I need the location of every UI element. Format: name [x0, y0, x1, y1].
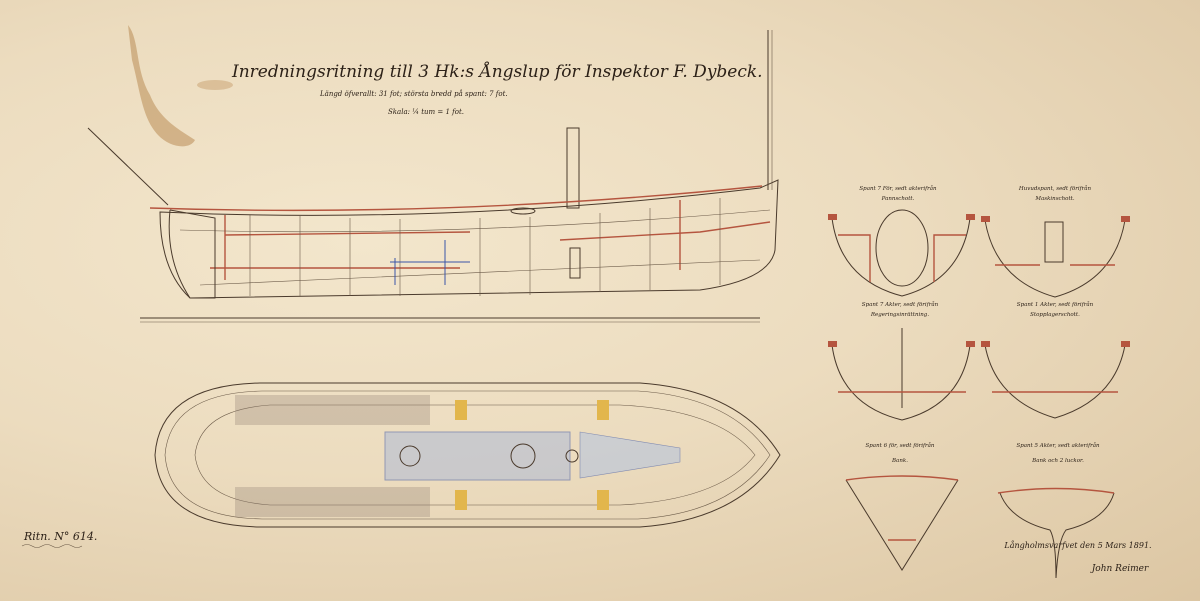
side-profile	[87, 30, 779, 299]
section-caption: Regeringsinrättning.	[870, 312, 929, 318]
section-3: Spant 7 Akter, sedt förifrån Regeringsin…	[828, 301, 975, 421]
water-stain	[197, 80, 233, 90]
section-caption: Bank och 2 luckor.	[1031, 458, 1084, 464]
section-2: Huvudspant, sedt förifrån Maskinschott.	[981, 185, 1130, 298]
section-caption: Spant 7 För, sedt akterifrån	[859, 185, 937, 192]
drawing-title: Inredningsritning till 3 Hk:s Ångslup fö…	[231, 61, 763, 82]
section-caption: Spant 6 för, sedt förifrån	[866, 442, 935, 449]
section-1: Spant 7 För, sedt akterifrån Pannschott.	[828, 185, 975, 297]
section-caption: Spant 5 Akter, sedt akterifrån	[1016, 442, 1100, 449]
section-caption: Huvudspant, sedt förifrån	[1018, 185, 1092, 192]
section-caption: Spant 7 Akter, sedt förifrån	[862, 301, 939, 308]
drawing-number: Ritn. N° 614.	[23, 530, 97, 543]
drawing-subtitle: Längd öfverallt: 31 fot; största bredd p…	[319, 89, 508, 98]
drawing-scale: Skala: ¼ tum = 1 fot.	[388, 108, 464, 116]
section-caption: Maskinschott.	[1034, 196, 1075, 202]
signature: John Reimer	[1090, 564, 1149, 574]
plan-view	[154, 382, 781, 528]
section-caption: Stopplagerschott.	[1030, 312, 1080, 318]
section-caption: Spant 1 Akter, sedt förifrån	[1017, 301, 1094, 308]
section-6: Spant 5 Akter, sedt akterifrån Bank och …	[997, 442, 1115, 579]
scale-bar	[140, 317, 760, 323]
place-date: Långholmsvarfvet den 5 Mars 1891.	[1003, 541, 1151, 550]
section-4: Spant 1 Akter, sedt förifrån Stopplagers…	[981, 301, 1130, 419]
section-5: Spant 6 för, sedt förifrån Bank.	[845, 442, 959, 571]
section-caption: Bank.	[891, 458, 908, 464]
section-caption: Pannschott.	[881, 196, 915, 202]
water-stain	[128, 25, 195, 147]
